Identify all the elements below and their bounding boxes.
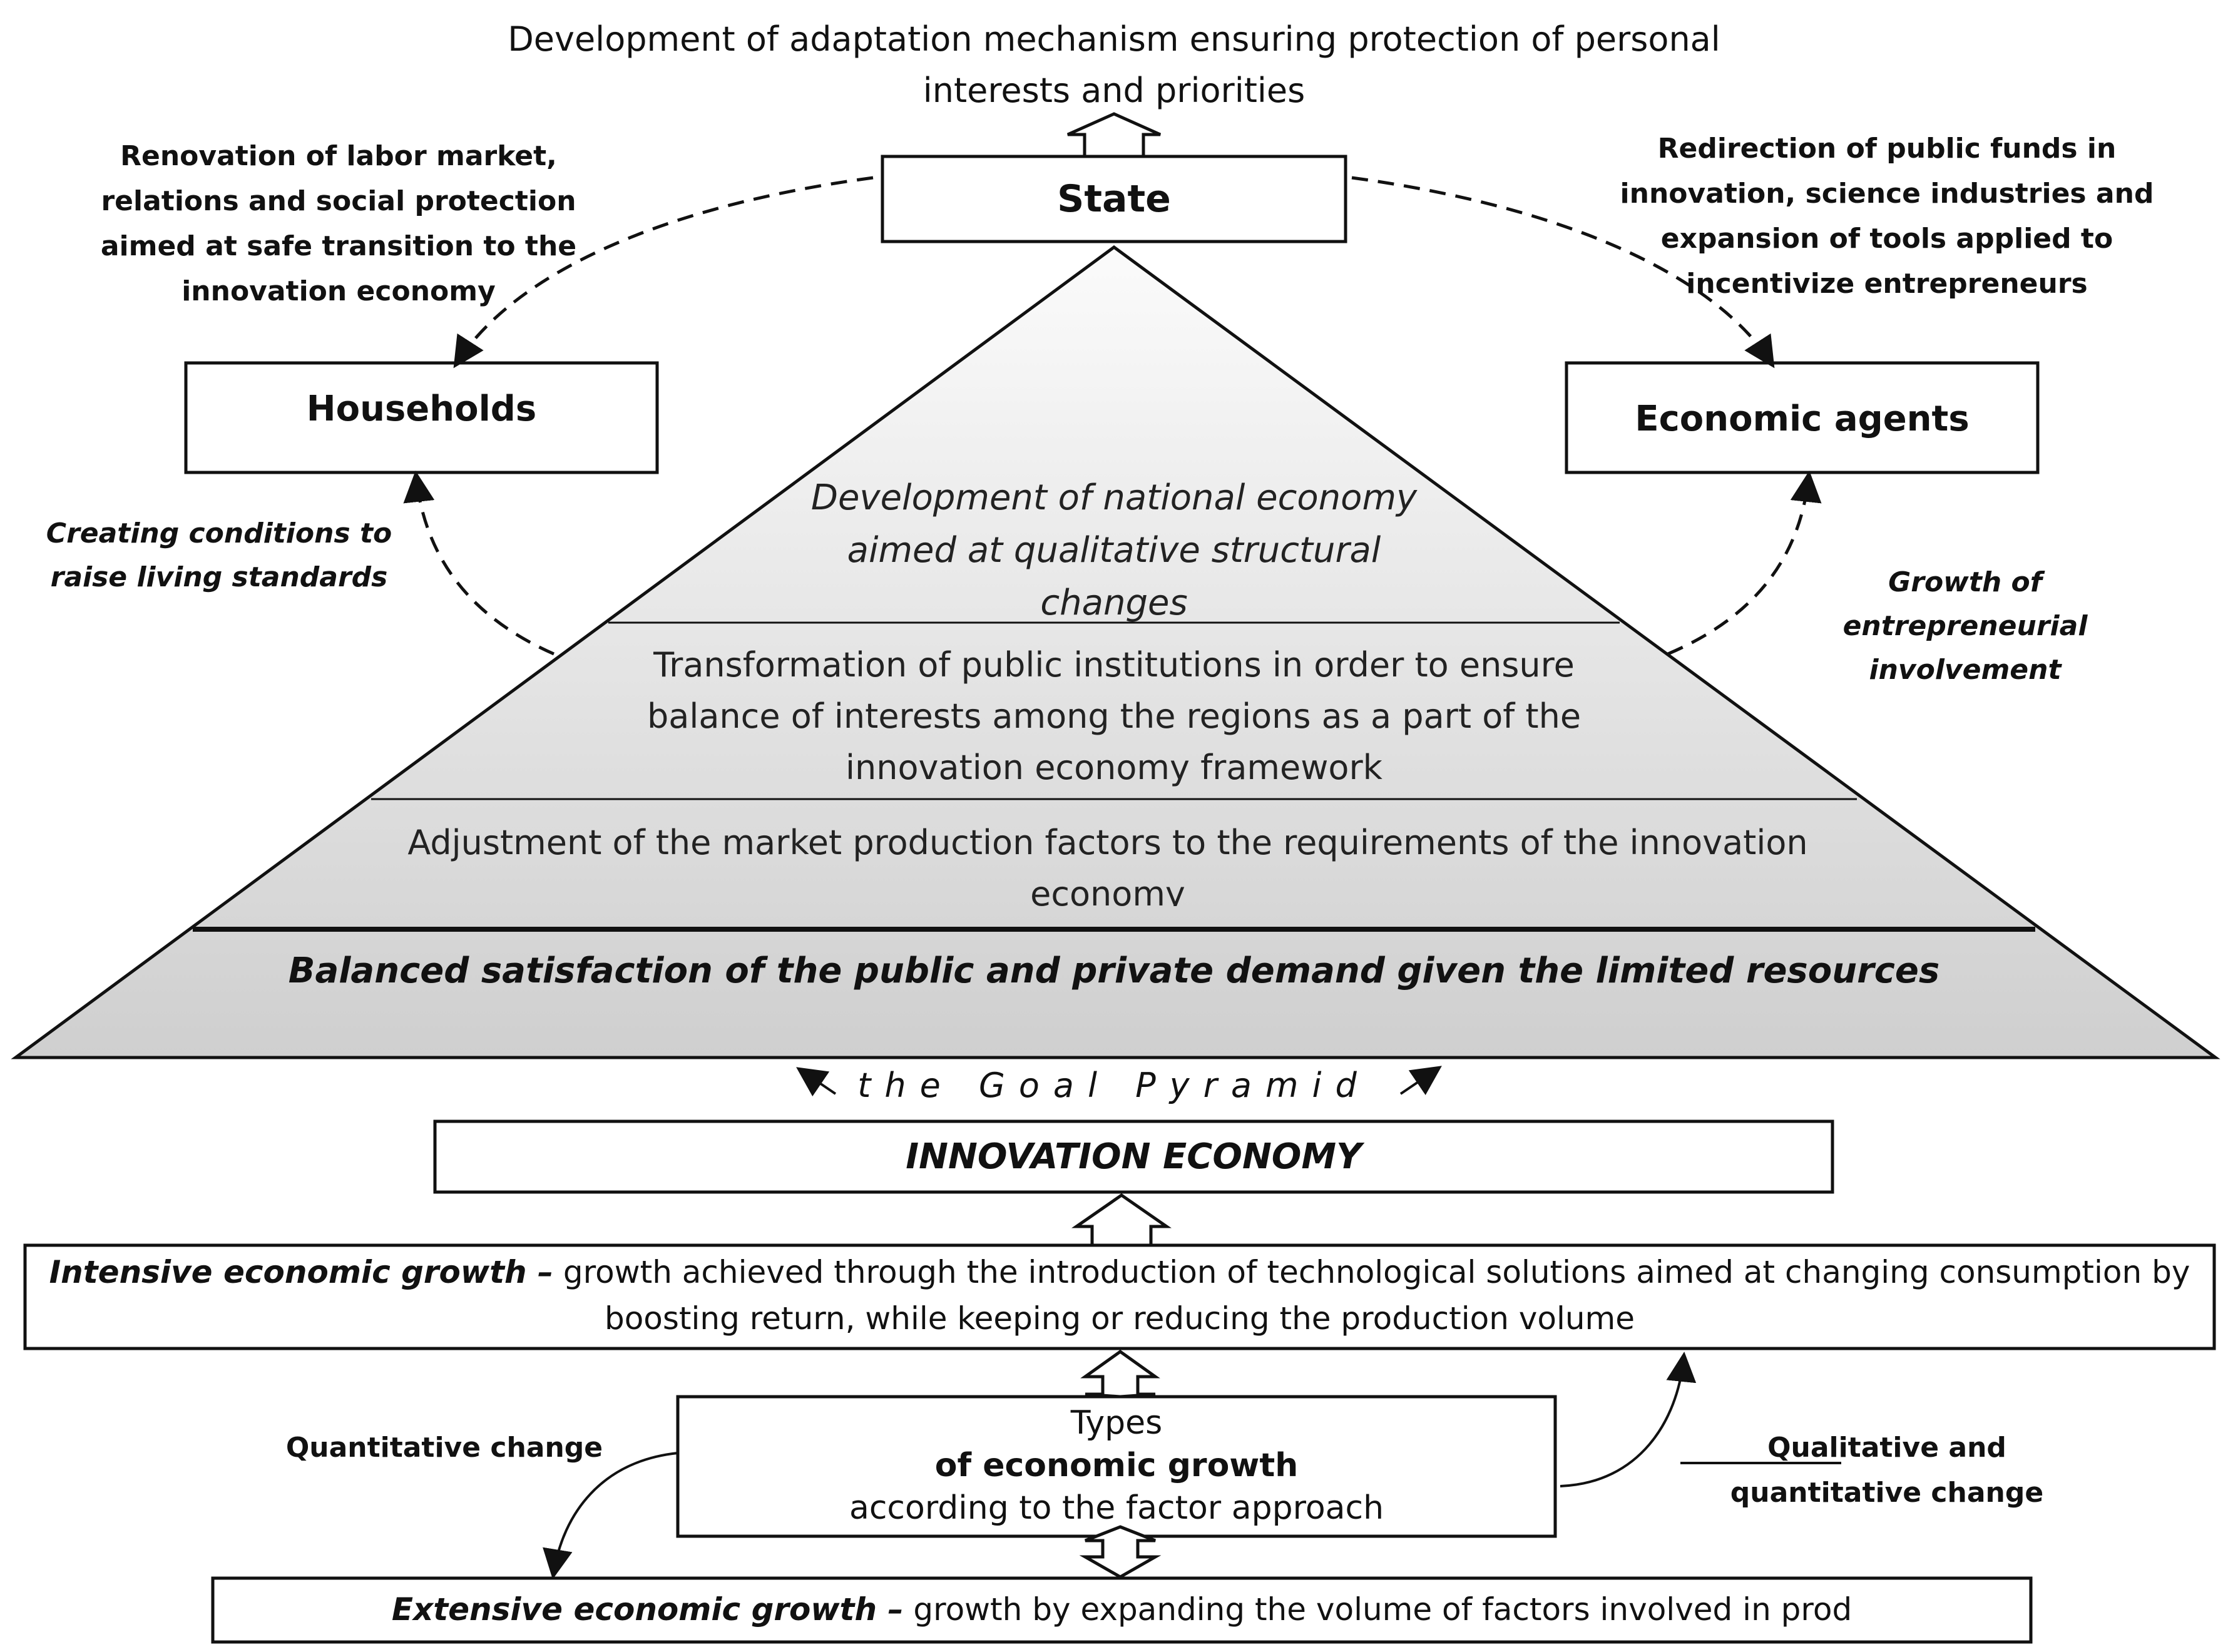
- pyramid-level-3: Adjustment of the market production fact…: [407, 823, 1808, 906]
- state-to-agents-note: Redirection of public funds in innovatio…: [1620, 133, 2154, 300]
- types-line-2: of economic growth: [934, 1447, 1299, 1484]
- intensive-growth-text: Intensive economic growth – growth achie…: [39, 1249, 2200, 1342]
- intensive-growth-definition: growth achieved through the introduction…: [563, 1254, 2190, 1337]
- pyramid-level-1: Development of national economy aimed at…: [810, 477, 1418, 623]
- goal-pyramid-caption: the Goal Pyramid: [857, 1066, 1371, 1105]
- innovation-economy-box: [433, 1119, 1834, 1194]
- hollow-arrow-up-from-state: [1066, 112, 1162, 158]
- goal-arrow-right: [1399, 1066, 1442, 1096]
- state-to-households-note: Renovation of labor market, relations an…: [100, 140, 577, 307]
- types-line-3: according to the factor approach: [849, 1489, 1384, 1527]
- dashed-arrow-state-to-households: [453, 176, 874, 369]
- qualitative-word: Qualitative: [1767, 1432, 1939, 1464]
- households-box: [184, 361, 659, 474]
- arrow-qualitative-change: [1560, 1352, 1697, 1487]
- hollow-arrow-intensive-types: [1080, 1349, 1160, 1399]
- dashed-arrow-pyramid-to-households: [403, 471, 555, 656]
- extensive-growth-box: [211, 1576, 2033, 1644]
- pyramid-base-label: Balanced satisfaction of the public and …: [288, 951, 1940, 991]
- extensive-growth-definition: growth by expanding the volume of factor…: [913, 1591, 1852, 1628]
- types-line-1: Types: [1070, 1404, 1163, 1442]
- pyramid-to-households-note: Creating conditions to raise living stan…: [46, 518, 392, 593]
- innovation-economy-label: INNOVATION ECONOMY: [906, 1136, 1362, 1177]
- extensive-growth-term: Extensive economic growth –: [391, 1591, 904, 1628]
- hollow-arrow-to-innovation: [1071, 1193, 1172, 1247]
- state-box: [881, 155, 1347, 243]
- quantitative-change-label: Quantitative change: [285, 1432, 603, 1464]
- goal-pyramid: [11, 245, 2220, 1059]
- economic-agents-box: [1565, 361, 2040, 474]
- types-growth-text: Types of economic growth according to th…: [678, 1402, 1555, 1529]
- pyramid-to-agents-note: Growth of entrepreneurial involvement: [1842, 566, 2088, 686]
- households-label: Households: [306, 389, 537, 429]
- goal-arrow-left: [796, 1067, 837, 1097]
- qualitative-change-label: Qualitative and quantitative change: [1668, 1425, 2106, 1516]
- dashed-arrow-pyramid-to-agents: [1667, 471, 1822, 656]
- intensive-growth-term: Intensive economic growth –: [49, 1254, 554, 1290]
- top-caption: Development of adaptation mechanism ensu…: [508, 19, 1720, 110]
- extensive-growth-text: Extensive economic growth – growth by ex…: [213, 1586, 2031, 1633]
- dashed-arrow-state-to-agents: [1351, 176, 1775, 369]
- arrow-quantitative-change: [543, 1452, 678, 1579]
- pyramid-level-2: Transformation of public institutions in…: [646, 645, 1582, 787]
- state-label: State: [1057, 177, 1171, 221]
- qualitative-rest: and quantitative change: [1730, 1432, 2044, 1509]
- hollow-arrow-types-extensive: [1079, 1525, 1162, 1579]
- economic-agents-label: Economic agents: [1635, 399, 1970, 439]
